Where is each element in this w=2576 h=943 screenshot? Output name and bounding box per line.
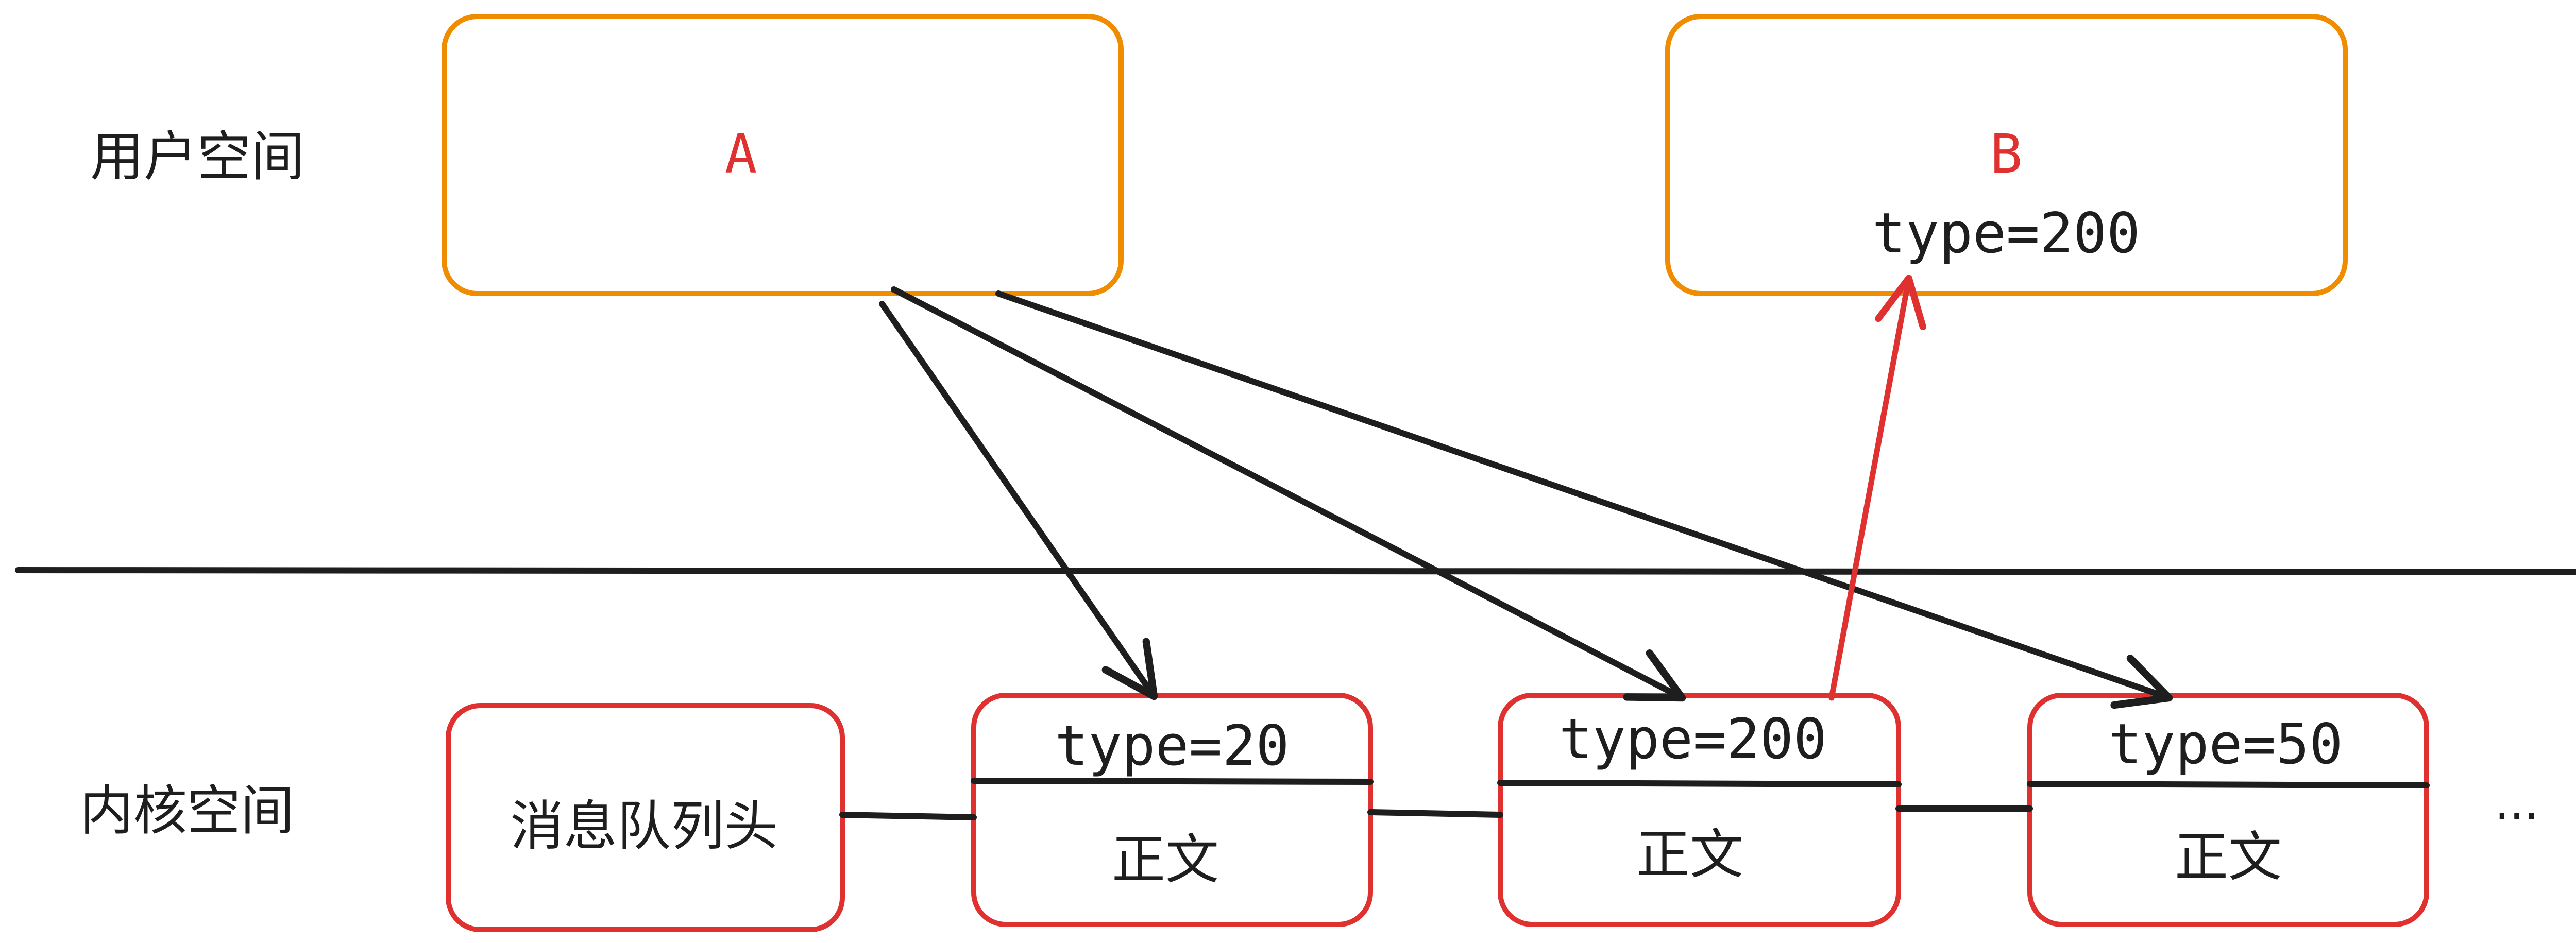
queue-head-node: 消息队列头 (446, 703, 845, 932)
process-b-type: type=200 (1872, 201, 2140, 266)
process-b-box (1665, 14, 2348, 296)
user-kernel-divider (15, 567, 2576, 575)
message-node: type=20 正文 (971, 693, 1374, 927)
queue-link (1367, 809, 1503, 818)
message-node: type=200 正文 (1497, 693, 1902, 927)
message-type: type=20 (1055, 714, 1289, 778)
message-divider (971, 778, 1374, 785)
user-space-label: 用户空间 (90, 125, 304, 188)
send-arrow (879, 301, 1158, 700)
queue-link (839, 812, 977, 820)
queue-continuation: ... (2495, 776, 2539, 830)
process-a-label: A (725, 123, 757, 185)
message-type: type=50 (2108, 712, 2343, 777)
process-b-label: B (1990, 123, 2023, 185)
receive-arrow (1828, 275, 1926, 701)
send-arrow (995, 290, 2173, 709)
process-a-box (442, 14, 1124, 296)
send-arrow (891, 286, 1686, 702)
message-type: type=200 (1559, 707, 1827, 771)
message-body: 正文 (1112, 828, 1219, 891)
message-node: type=50 正文 (2027, 693, 2430, 927)
process-a-node: A (442, 14, 1124, 296)
message-body: 正文 (2175, 826, 2282, 888)
queue-head-label: 消息队列头 (510, 795, 778, 858)
message-divider (1497, 780, 1902, 787)
kernel-space-label: 内核空间 (80, 779, 294, 842)
process-b-node: B type=200 (1665, 14, 2348, 296)
message-divider (2027, 781, 2430, 788)
message-body: 正文 (1636, 823, 1743, 886)
